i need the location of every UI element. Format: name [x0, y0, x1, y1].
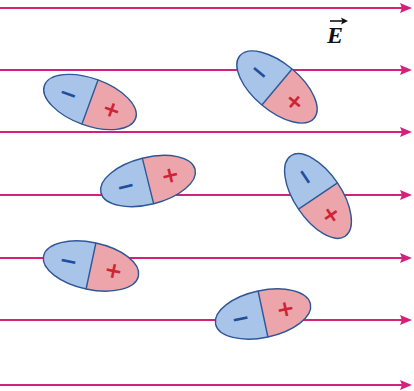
dipole-molecule: −+ [37, 231, 145, 301]
dipole-shape [37, 231, 145, 301]
negative-charge-sign: − [39, 232, 98, 291]
dipole-shape [34, 61, 145, 142]
dipole-shape [209, 279, 317, 349]
divider-line [86, 243, 96, 289]
positive-charge-sign: + [84, 241, 143, 300]
negative-charge-sign: − [211, 289, 270, 348]
field-label: E [327, 22, 343, 49]
divider-line [142, 158, 153, 204]
dipole-molecule: −+ [269, 141, 366, 252]
dipole-outline [271, 143, 364, 250]
dipole-shape [269, 141, 366, 252]
dipole-molecule: −+ [34, 61, 145, 142]
dipole-shape [93, 145, 202, 218]
positive-charge-sign: + [140, 145, 201, 206]
dipole-outline [36, 63, 143, 140]
divider-line [82, 80, 98, 124]
dipole-outline [211, 281, 316, 347]
dipole-shape [223, 36, 332, 139]
positive-charge-sign: + [256, 280, 315, 339]
dipole-molecule: −+ [93, 145, 202, 218]
dipole-molecule: −+ [223, 36, 332, 139]
divider-line [258, 291, 268, 337]
dipole-outline [225, 38, 330, 136]
dipole-outline [95, 146, 200, 215]
dipole-outline [39, 233, 144, 299]
dipole-molecule: −+ [209, 279, 317, 349]
